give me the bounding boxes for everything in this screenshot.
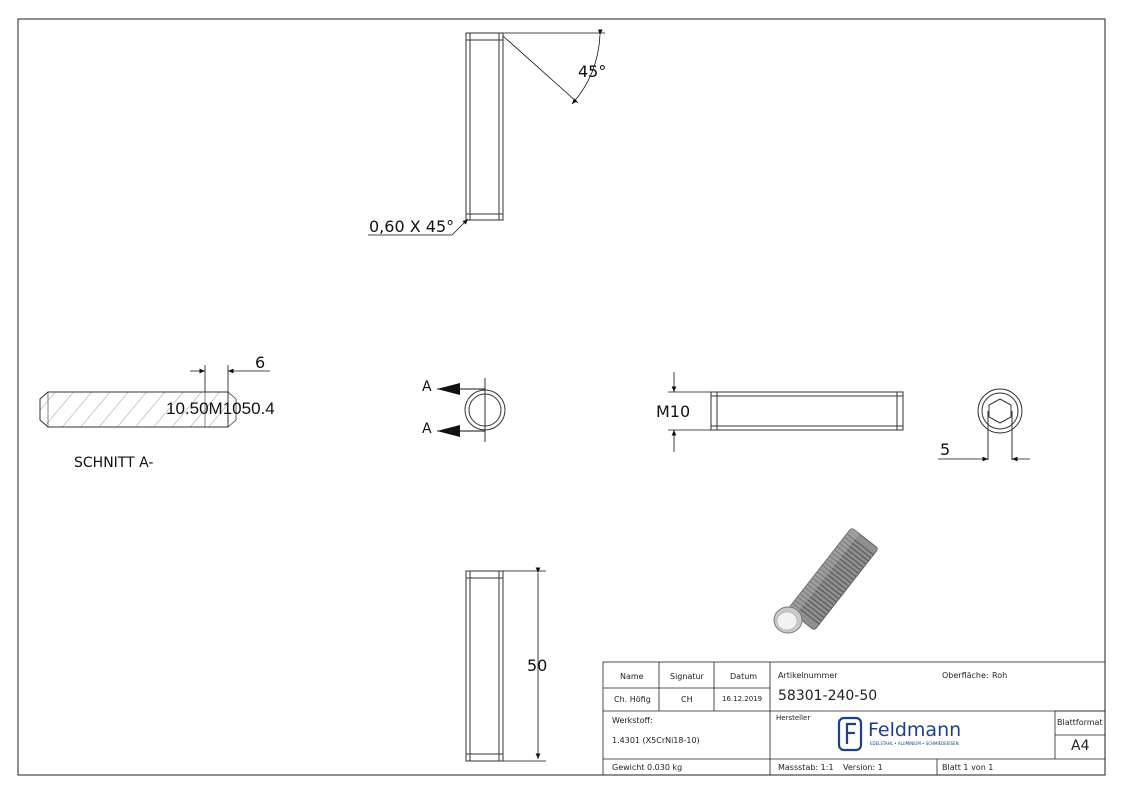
section-dim-6-label: 6	[255, 353, 266, 372]
tb-blatt: Blatt 1 von 1	[942, 763, 994, 772]
tb-header-datum: Datum	[730, 672, 758, 681]
tb-gewicht: Gewicht 0.030 kg	[612, 763, 683, 772]
hex-end-view	[977, 388, 1023, 460]
section-arrow-label-top: A	[422, 379, 432, 395]
section-title: SCHNITT A-	[74, 455, 154, 471]
tb-logo-text: Feldmann	[868, 719, 962, 741]
tb-oberflaeche-label: Oberfläche:	[942, 671, 989, 680]
tb-datum: 16.12.2019	[722, 695, 763, 703]
tb-version: Version: 1	[843, 763, 883, 772]
length-dimension	[503, 567, 546, 762]
end-view	[464, 378, 506, 442]
tb-werkstoff-label: Werkstoff:	[612, 716, 653, 725]
thread-dimension	[668, 372, 711, 452]
title-block-frame	[602, 661, 1106, 776]
bottom-view-rod	[465, 570, 504, 762]
tb-oberflaeche: Roh	[992, 671, 1008, 680]
chamfer-label: 0,60 X 45°	[369, 217, 455, 236]
sheet-border	[17, 18, 1106, 776]
tb-artikel-label: Artikelnummer	[778, 671, 838, 680]
thread-label: M10	[656, 402, 691, 421]
section-dim-6	[190, 365, 270, 392]
section-arrow-label-bottom: A	[422, 421, 432, 437]
tb-logo-sub: EDELSTAHL • ALUMINIUM • SCHMIEDEEISEN	[870, 741, 959, 746]
isometric-rod	[773, 527, 878, 634]
chamfer-leader	[368, 218, 469, 236]
tb-artikel: 58301-240-50	[778, 688, 878, 704]
angle-label: 45°	[578, 62, 607, 81]
tb-blattformat: A4	[1071, 738, 1090, 754]
tb-werkstoff: 1.4301 (X5CrNi18-10)	[612, 736, 700, 745]
section-overlay-text: 10.50M1050.4	[166, 399, 275, 418]
section-arrows	[437, 383, 485, 437]
feldmann-logo-mark	[837, 716, 863, 752]
tb-header-name: Name	[620, 672, 644, 681]
length-dim-label: 50	[527, 656, 548, 675]
tb-signatur: CH	[681, 695, 693, 704]
angle-dimension	[502, 29, 605, 105]
tb-blattformat-label: Blattformat	[1057, 718, 1103, 727]
tb-header-signatur: Signatur	[670, 672, 704, 681]
front-view-rod	[710, 391, 904, 431]
hex-dim-label: 5	[940, 440, 951, 459]
tb-hersteller-label: Hersteller	[776, 714, 811, 722]
top-view-rod	[465, 32, 504, 221]
tb-name: Ch. Höfig	[614, 695, 651, 704]
tb-massstab: Massstab: 1:1	[778, 763, 834, 772]
